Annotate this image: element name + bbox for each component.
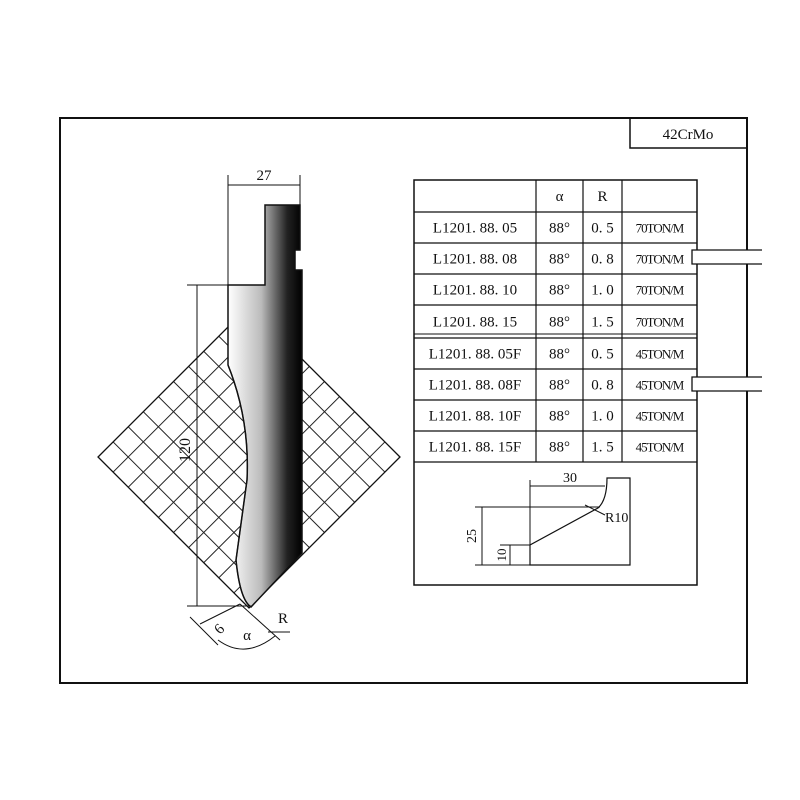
- grid-line: [98, 306, 400, 608]
- table-cell: L1201. 88. 10F: [429, 409, 522, 425]
- table-cell: L1201. 88. 08F: [429, 378, 522, 394]
- grid-line: [280, 306, 400, 608]
- grid-line: [98, 306, 400, 608]
- grid-line: [98, 306, 400, 608]
- grid-line: [129, 306, 400, 608]
- spec-table: α R L1201. 88. 05 88° 0. 5 70TON/M L1201. 88. …: [413, 179, 698, 586]
- drawing-frame: [59, 117, 748, 684]
- table-cell: L1201. 88. 05F: [429, 347, 522, 363]
- table-cell: L1201. 88. 10: [433, 283, 517, 299]
- grid-line: [98, 306, 248, 608]
- grid-line: [250, 306, 400, 608]
- table-cell: 45TON/M: [636, 409, 685, 424]
- height-dim-label: 120: [177, 438, 194, 462]
- grid-line: [280, 306, 400, 608]
- table-cell: 88°: [549, 378, 570, 394]
- grid-line: [98, 306, 400, 608]
- table-cell: 88°: [549, 252, 570, 268]
- table-cell: 88°: [549, 440, 570, 456]
- material-label: 42CrMo: [663, 127, 714, 143]
- table-cell: 45TON/M: [636, 347, 685, 362]
- grid-line: [98, 306, 400, 608]
- grid-line: [311, 306, 400, 608]
- table-cell: 88°: [549, 347, 570, 363]
- table-cell: 0. 8: [591, 378, 614, 394]
- grid-line: [98, 306, 400, 608]
- profile-radius-label: R10: [605, 511, 628, 526]
- grid-line: [98, 306, 400, 608]
- workpiece-outline: [97, 305, 401, 609]
- table-cell: 1. 0: [591, 283, 614, 299]
- profile-drawing: [475, 477, 631, 566]
- table-cell: L1201. 88. 05: [433, 221, 517, 237]
- grid-line: [220, 306, 400, 608]
- table-cell: 1. 5: [591, 315, 614, 331]
- table-header-cell: R: [597, 189, 607, 205]
- table-cell: L1201. 88. 15: [433, 315, 517, 331]
- table-cell: 1. 0: [591, 409, 614, 425]
- table-cell: 45TON/M: [636, 440, 685, 455]
- table-cell: 88°: [549, 221, 570, 237]
- table-cell: 0. 5: [591, 347, 614, 363]
- angle-label: α: [243, 628, 251, 644]
- table-cell: 70TON/M: [636, 252, 685, 267]
- grid-line: [98, 306, 248, 608]
- table-cell: 45TON/M: [636, 378, 685, 393]
- table-cell: L1201. 88. 08: [433, 252, 517, 268]
- table-cell: 0. 8: [591, 252, 614, 268]
- radius-label: R: [278, 611, 288, 627]
- table-cell: 88°: [549, 283, 570, 299]
- material-box: [629, 117, 748, 149]
- table-header-cell: α: [556, 189, 564, 205]
- table-cell: 0. 5: [591, 221, 614, 237]
- grid-line: [250, 306, 400, 608]
- table-cell: L1201. 88. 15F: [429, 440, 522, 456]
- width-dim-label: 27: [257, 168, 273, 184]
- connector-70ton: [691, 249, 762, 265]
- profile-height-label: 25: [465, 529, 480, 543]
- grid-line: [98, 306, 278, 608]
- profile-lower-label: 10: [494, 549, 509, 562]
- grid-line: [311, 306, 400, 608]
- table-cell: 88°: [549, 409, 570, 425]
- grid-line: [98, 306, 278, 608]
- grid-line: [129, 306, 400, 608]
- grid-line: [98, 306, 400, 608]
- table-cell: 70TON/M: [636, 221, 685, 236]
- tip-dim-label: 6: [212, 621, 229, 638]
- table-cell: 1. 5: [591, 440, 614, 456]
- table-cell: 70TON/M: [636, 315, 685, 330]
- grid-line: [220, 306, 400, 608]
- table-cell: 70TON/M: [636, 283, 685, 298]
- table-cell: 88°: [549, 315, 570, 331]
- profile-width-label: 30: [563, 471, 577, 486]
- grid-line: [98, 306, 400, 608]
- grid-line: [98, 306, 400, 608]
- connector-45ton: [691, 376, 762, 392]
